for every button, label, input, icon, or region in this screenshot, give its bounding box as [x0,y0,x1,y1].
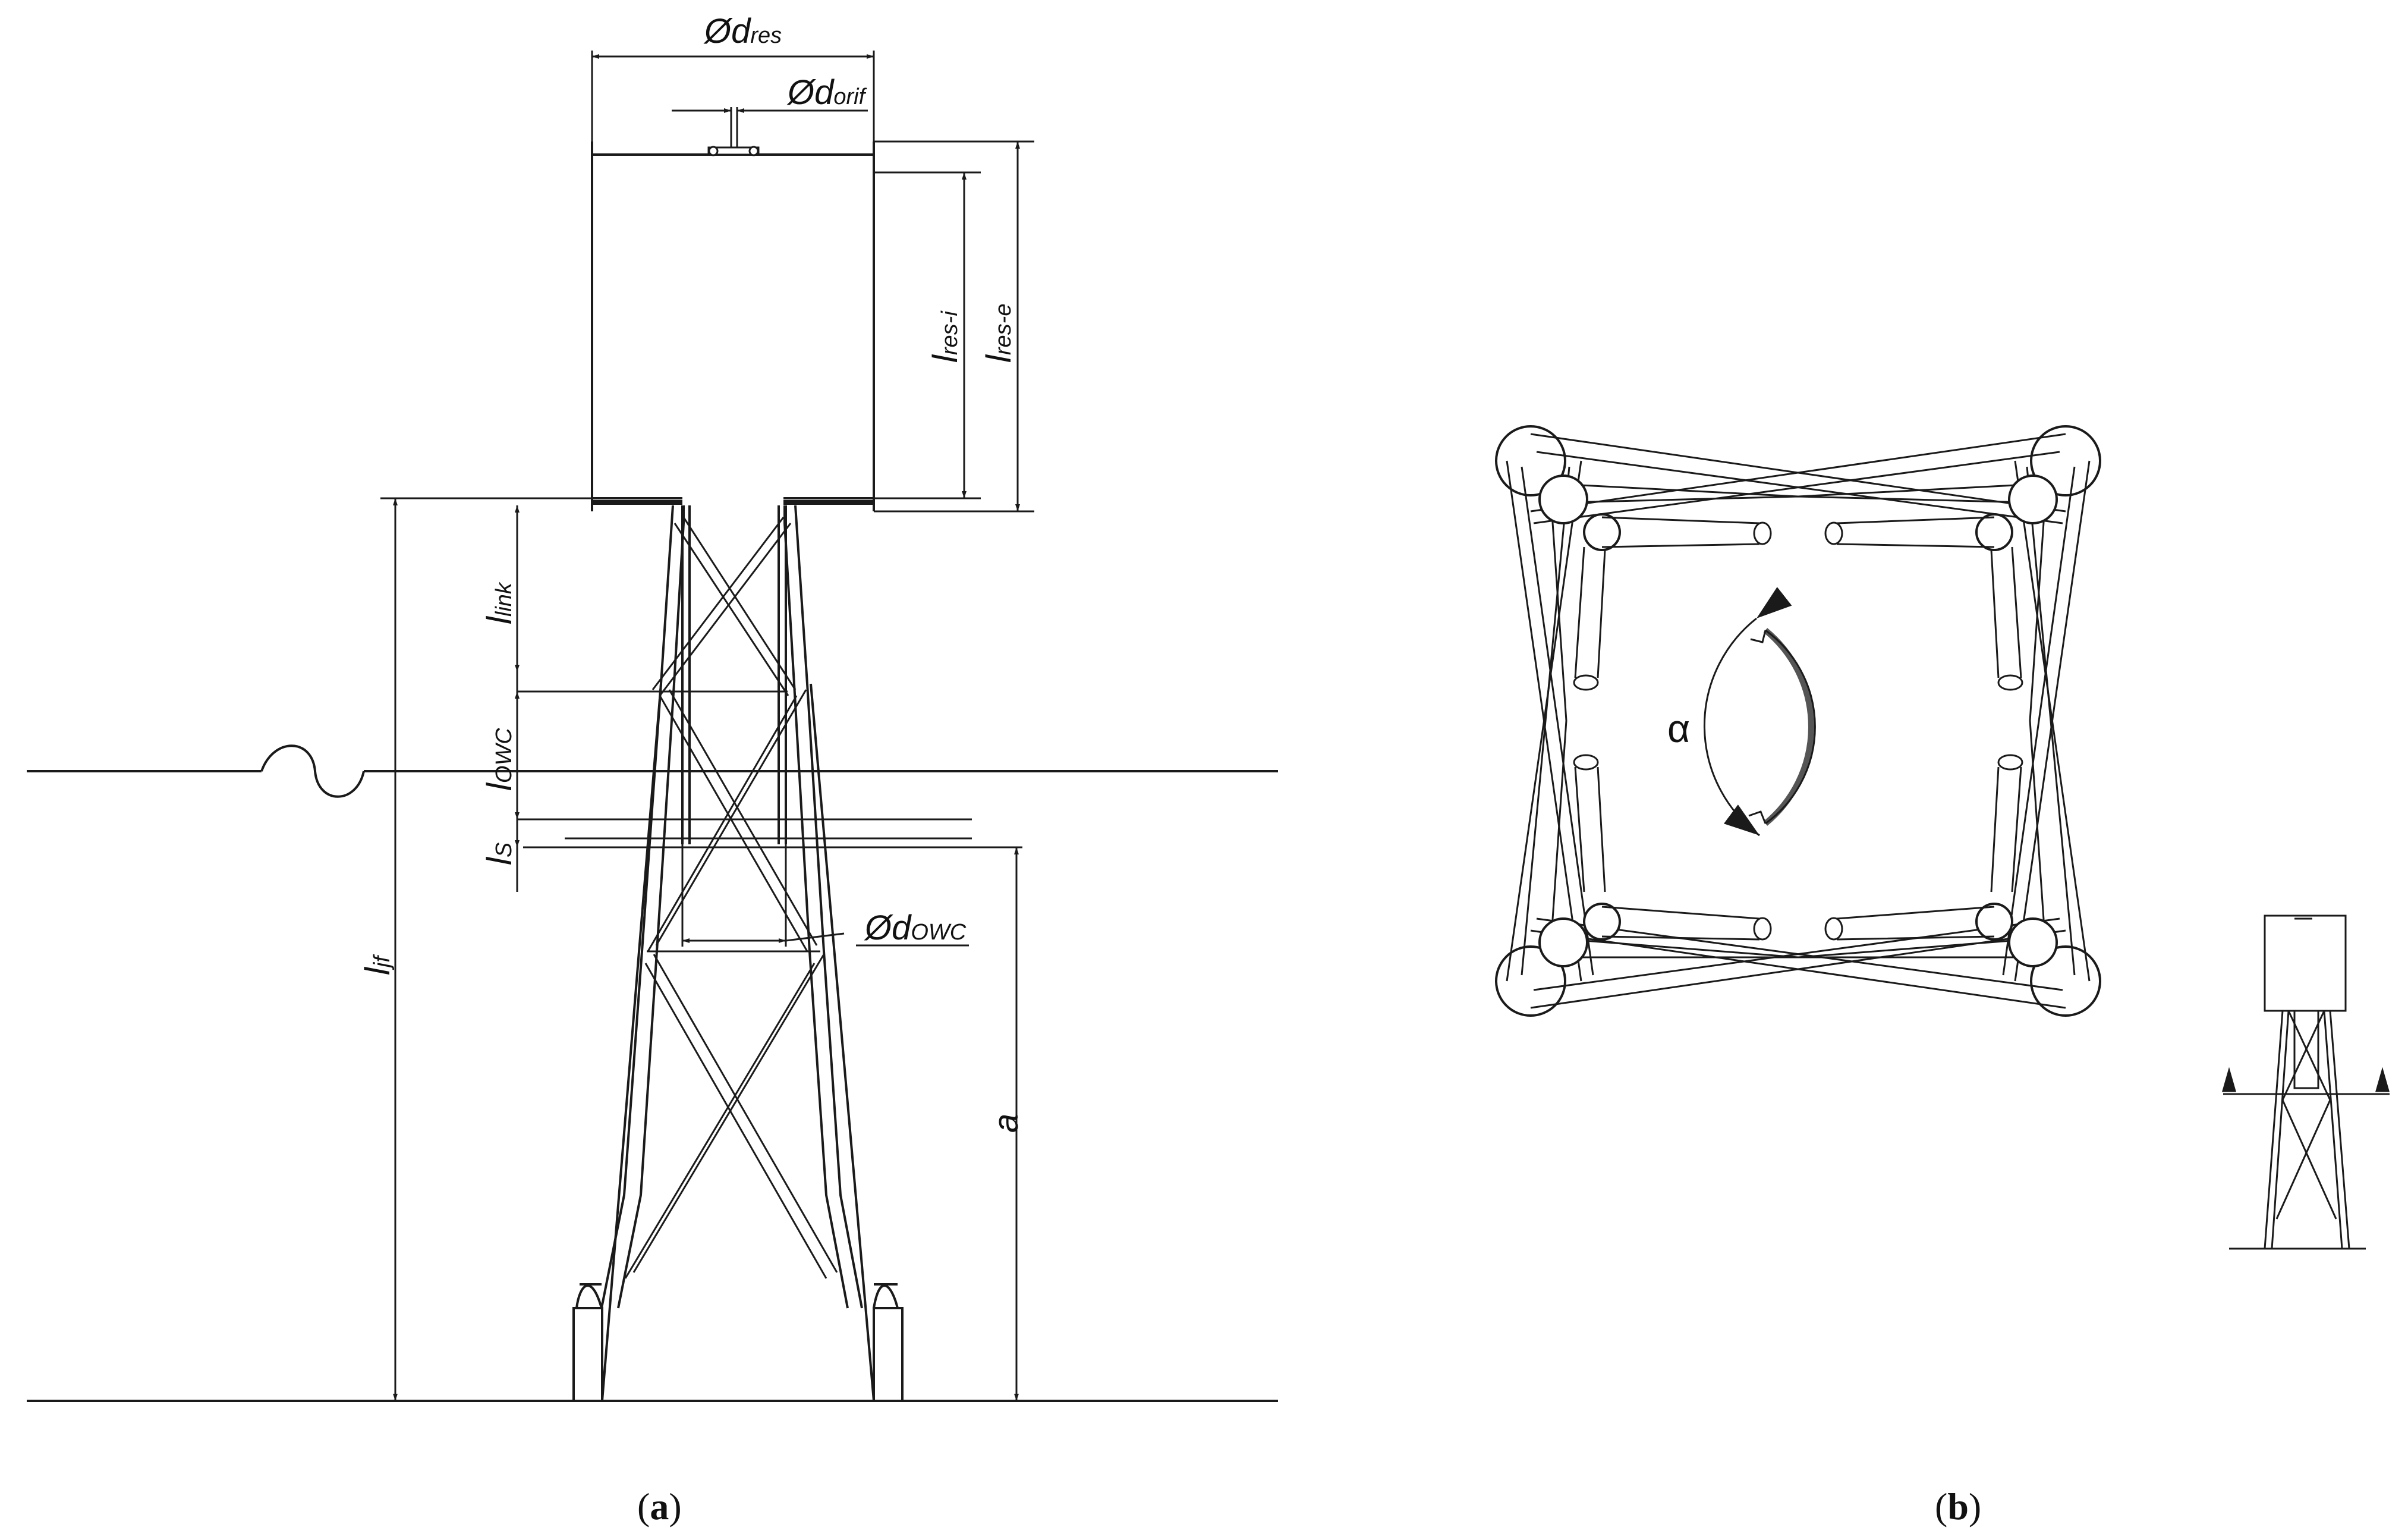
inner-leg-cylinders [1538,474,2058,967]
left-face-bracing [1506,460,1594,982]
alpha-arc [1703,587,1792,837]
owc-chamber-section [1748,628,1816,826]
label-d-res: Ødres [703,12,782,51]
label-l-owc: lOWC [480,728,519,791]
label-l-res-i: lres-i [926,310,965,363]
reference-elevation-view [2222,914,2390,1250]
dimension-lines [380,51,1034,1401]
owc-level-lines [517,690,1022,848]
label-l-link: llink [480,582,519,624]
right-face-bracing [2002,460,2091,982]
label-l-jf: ljf [358,954,397,975]
panel-a-side-view [27,51,1278,1402]
bottom-face-bracing [1530,917,2066,1009]
panel-b-plan-view [1495,425,2390,1250]
top-face-bracing [1530,433,2066,524]
jacket-outer-right [810,683,875,1401]
label-l-res-e: lres-e [980,304,1018,363]
corner-legs [1495,425,2101,1017]
label-l-s: lS [480,843,519,865]
jacket-outer-left [601,683,662,1401]
owc-chamber [681,505,787,844]
label-d-orif: Ødorif [786,73,867,112]
cross-bracing [624,517,838,1279]
label-a: a [987,1114,1025,1133]
reservoir-tank [591,107,875,511]
caption-b: (b) [1935,1485,1981,1528]
horizontal-tube-stubs [1573,516,2023,941]
jacket-leg-left [572,505,685,1402]
caption-a: (a) [637,1485,682,1528]
dimension-labels: Ødres Ødorif lres-i lres-e llink lOWC lS… [358,12,1025,1133]
jacket-leg-right [783,505,904,1402]
label-alpha: α [1667,706,1690,750]
orifice-fitting [707,107,760,156]
label-d-owc: ØdOWC [864,909,967,947]
